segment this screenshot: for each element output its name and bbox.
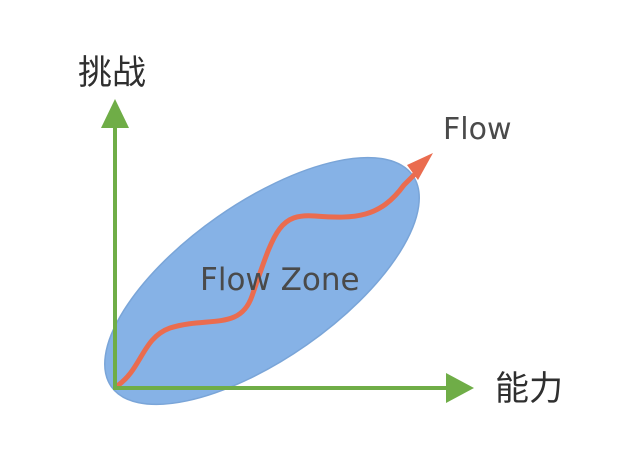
flow-zone-label: Flow Zone [200,262,360,298]
flow-arrow-label: Flow [443,112,512,147]
flow-arrowhead-icon [407,153,433,180]
flow-path [114,168,421,389]
x-axis-label: 能力 [495,369,563,409]
y-axis-arrowhead-icon [101,99,129,128]
x-axis-arrowhead-icon [446,373,474,403]
y-axis-label: 挑战 [78,53,146,93]
